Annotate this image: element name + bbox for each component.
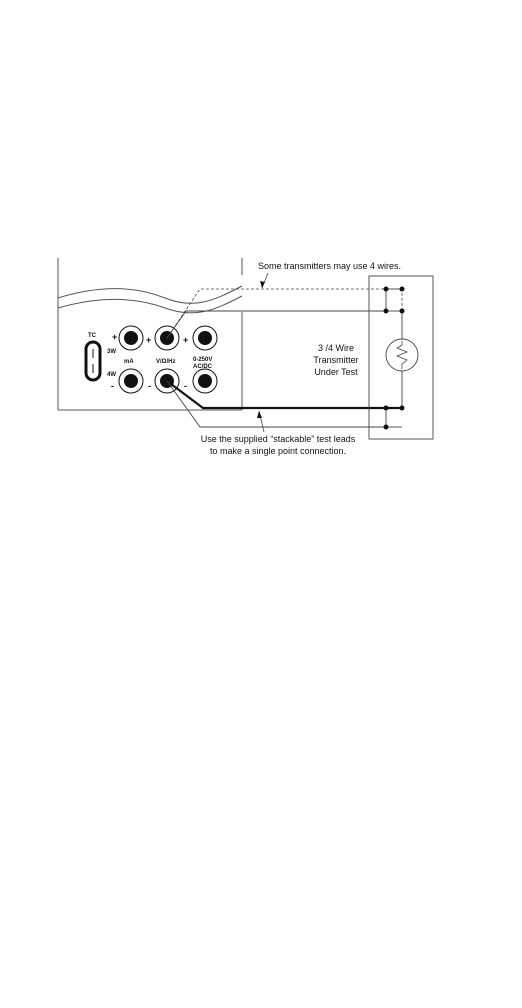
thermocouple-socket-icon (86, 342, 100, 380)
plus-v: + (146, 335, 151, 345)
label-vohm: V/Ω/Hz (156, 359, 175, 365)
transmitter-label-line-1: 3 /4 Wire (318, 343, 354, 353)
plus-3w: + (112, 332, 117, 342)
transmitter-label-line-2: Transmitter (313, 355, 358, 365)
jack-3w (119, 326, 143, 350)
label-acdc: AC/DC (193, 364, 213, 370)
plus-250v: + (183, 335, 188, 345)
jack-250v-plus (193, 326, 217, 350)
transmitter-label-line-3: Under Test (314, 367, 358, 377)
callout-top: Some transmitters may use 4 wires. (258, 261, 401, 271)
jack-250v-minus (193, 369, 217, 393)
jack-ma-minus (119, 369, 143, 393)
minus-v: - (148, 381, 151, 391)
label-3w: 3W (107, 349, 116, 355)
callout-bottom-line-1: Use the supplied “stackable” test leads (201, 434, 356, 444)
resistor-icon (386, 339, 418, 371)
callout-top-arrowhead (260, 281, 265, 288)
minus-ma: - (111, 381, 114, 391)
label-250v: 0-250V (193, 357, 212, 363)
label-4w: 4W (107, 372, 116, 378)
callout-bottom-line-2: to make a single point connection. (210, 446, 346, 456)
minus-250v: - (184, 381, 187, 391)
tc-label: TC (88, 333, 97, 339)
label-ma: mA (124, 359, 134, 365)
